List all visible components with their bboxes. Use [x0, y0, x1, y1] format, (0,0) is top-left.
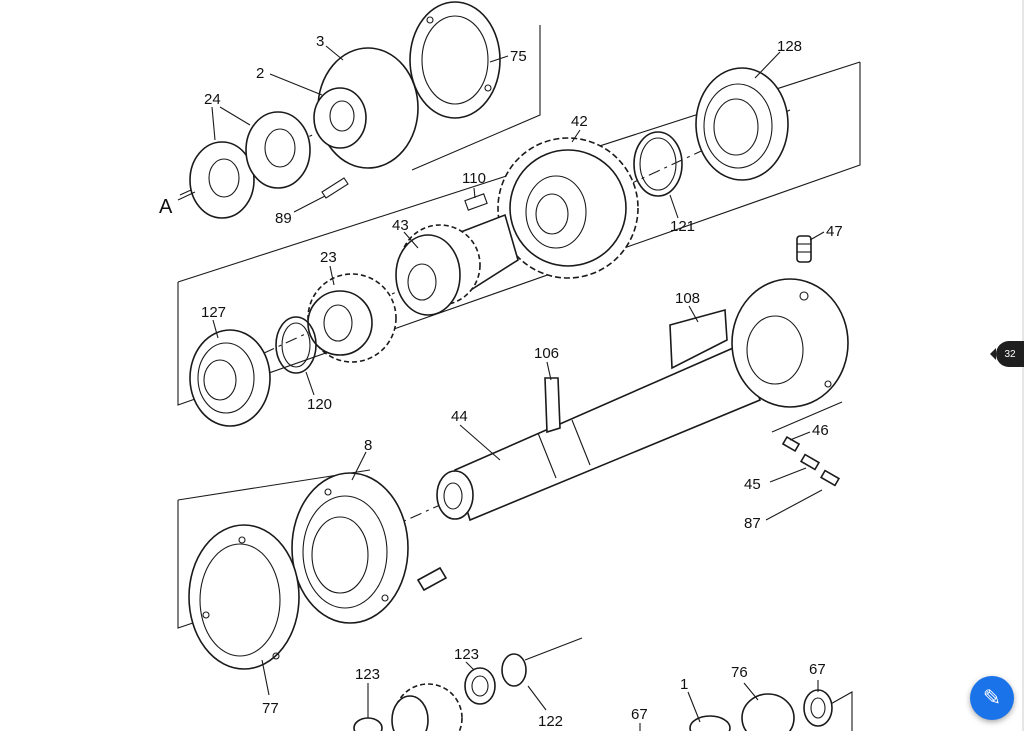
label-75: 75 [510, 48, 527, 65]
part-44-shaft [436, 278, 849, 522]
part-122-clip [501, 637, 583, 687]
label-23: 23 [320, 249, 337, 266]
part-76-plate [741, 693, 795, 731]
label-127: 127 [201, 304, 226, 321]
label-42: 42 [571, 113, 588, 130]
label-67-a: 67 [631, 706, 648, 723]
part-110-key [464, 193, 488, 211]
label-77: 77 [262, 700, 279, 717]
part-1-ring [689, 715, 731, 731]
label-1: 1 [680, 676, 688, 693]
part-23-gear [307, 273, 397, 363]
part-46-45-87-fittings [771, 401, 843, 487]
part-120-retaining-ring [275, 316, 317, 374]
part-106-key [544, 377, 561, 434]
label-128: 128 [777, 38, 802, 55]
label-76: 76 [731, 664, 748, 681]
label-67-b: 67 [809, 661, 826, 678]
assembly-outline-top [411, 25, 541, 171]
part-128-bearing [695, 67, 789, 181]
part-24-bushings [189, 111, 311, 219]
pencil-icon: ✎ [982, 685, 1002, 710]
label-110: 110 [462, 170, 486, 187]
label-123-a: 123 [355, 666, 380, 683]
label-47: 47 [826, 223, 843, 240]
label-123-b: 123 [454, 646, 479, 663]
page-number-badge[interactable]: 32 [990, 341, 1024, 367]
part-43-sleeve-gear [395, 213, 519, 316]
part-127-bearing [189, 329, 271, 427]
bottom-gear [391, 683, 463, 731]
part-108-key [669, 308, 728, 370]
label-120: 120 [307, 396, 332, 413]
label-87: 87 [744, 515, 761, 532]
label-44: 44 [451, 408, 468, 425]
part-121-retaining-ring [633, 131, 683, 197]
label-3: 3 [316, 33, 324, 50]
part-67-seal [803, 689, 833, 727]
leader-lines [177, 45, 825, 731]
part-123-washer-b [464, 667, 496, 705]
label-2: 2 [256, 65, 264, 82]
label-122: 122 [538, 713, 563, 730]
label-43: 43 [392, 217, 409, 234]
part-77-cover-plate [188, 524, 300, 670]
label-106: 106 [534, 345, 559, 362]
label-45: 45 [744, 476, 761, 493]
label-8: 8 [364, 437, 372, 454]
label-89: 89 [275, 210, 292, 227]
label-108: 108 [675, 290, 700, 307]
part-75-flange-plate [409, 1, 501, 119]
label-24: 24 [204, 91, 221, 108]
label-121: 121 [670, 218, 695, 235]
part-123-washer-a [353, 717, 383, 731]
part-42-gear [497, 137, 639, 279]
part-47-fitting [796, 235, 812, 263]
label-A: A [159, 196, 173, 218]
bolt [416, 566, 448, 592]
part-2-hub [313, 47, 419, 169]
edit-button[interactable]: ✎ [970, 676, 1014, 720]
part-8-housing [291, 472, 409, 624]
label-46: 46 [812, 422, 829, 439]
part-89-screw [321, 177, 349, 199]
